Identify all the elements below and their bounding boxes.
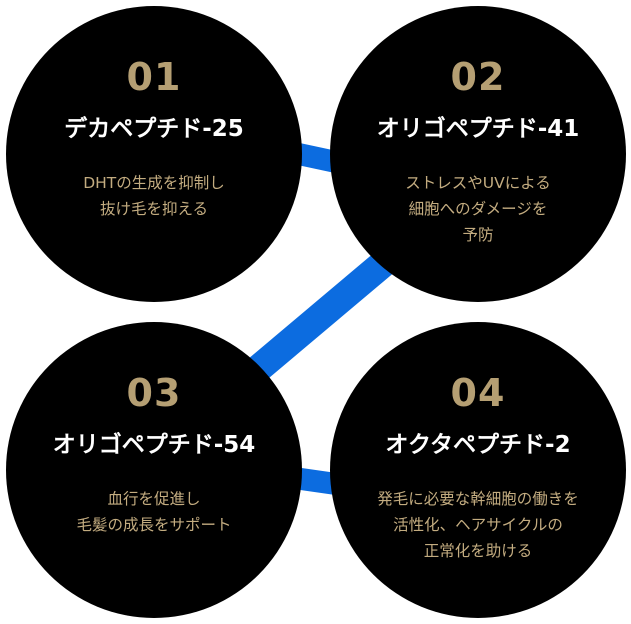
step-description-line: 抜け毛を抑える [99,200,209,218]
step-description-line: 毛髪の成長をサポート [76,516,232,534]
step-description-line: DHTの生成を抑制し [83,174,225,192]
step-number: 01 [126,55,182,99]
connector-2-3 [242,245,402,385]
step-title: デカペプチド-25 [64,116,244,142]
step-title: オリゴペプチド-54 [52,432,256,458]
step-description-line: 細胞へのダメージを [408,200,548,218]
step-description-line: ストレスやUVによる [405,174,551,192]
step-description: 血行を促進し 毛髪の成長をサポート [16,486,292,538]
step-description: DHTの生成を抑制し 抜け毛を抑える [16,170,292,222]
step-description: 発毛に必要な幹細胞の働きを 活性化、ヘアサイクルの 正常化を助ける [340,486,616,564]
step-description-line: 血行を促進し [107,490,201,508]
step-description: ストレスやUVによる 細胞へのダメージを 予防 [340,170,616,248]
step-number: 04 [450,371,506,415]
step-circle-03: 03 オリゴペプチド-54 血行を促進し 毛髪の成長をサポート [6,322,302,618]
step-description-line: 活性化、ヘアサイクルの [393,516,563,534]
step-circle-04: 04 オクタペプチド-2 発毛に必要な幹細胞の働きを 活性化、ヘアサイクルの 正… [330,322,626,618]
step-circle-01: 01 デカペプチド-25 DHTの生成を抑制し 抜け毛を抑える [6,6,302,302]
step-title: オクタペプチド-2 [385,432,571,458]
step-number: 02 [450,55,506,99]
step-title: オリゴペプチド-41 [376,116,580,142]
step-number: 03 [126,371,182,415]
step-description-line: 正常化を助ける [423,542,533,560]
step-description-line: 発毛に必要な幹細胞の働きを [377,490,579,508]
step-description-line: 予防 [462,226,494,244]
step-circle-02: 02 オリゴペプチド-41 ストレスやUVによる 細胞へのダメージを 予防 [330,6,626,302]
